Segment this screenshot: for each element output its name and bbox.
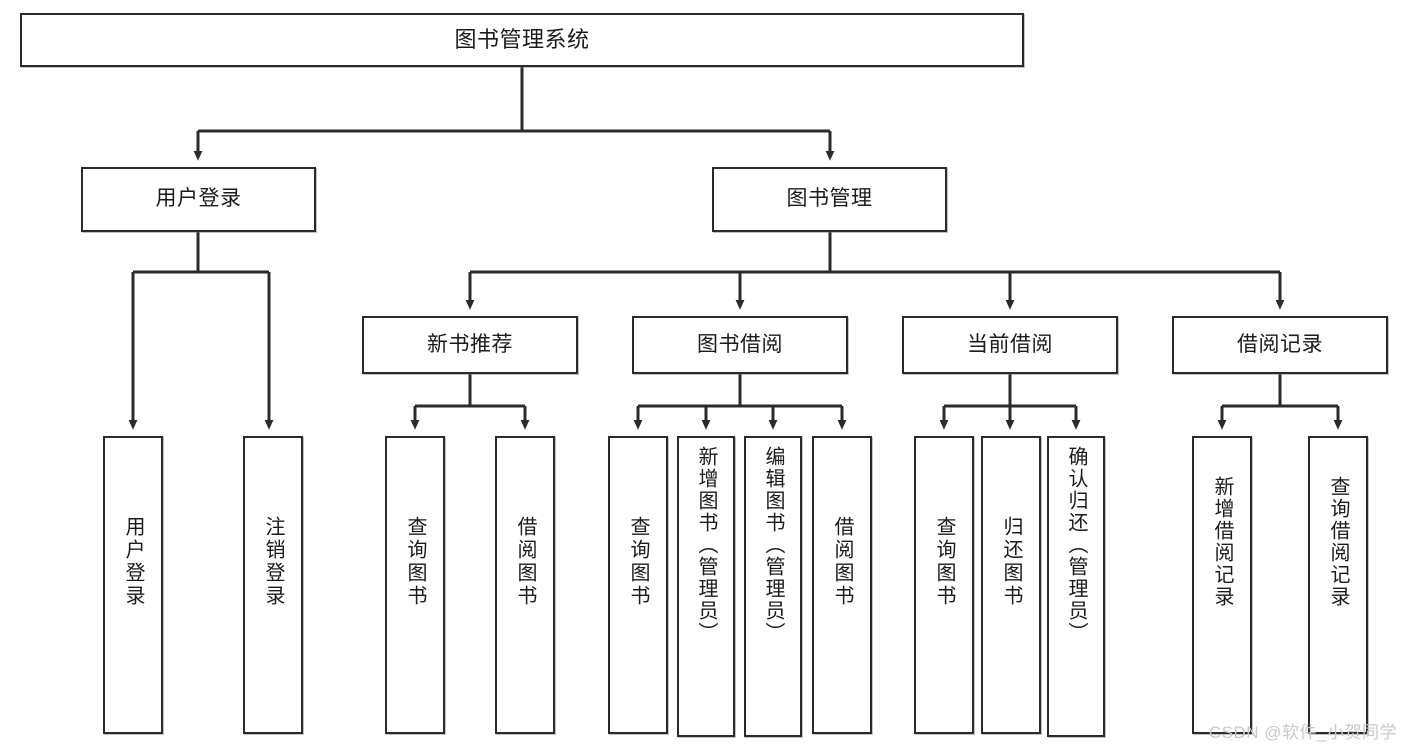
leaf-borrow-book-2[interactable]: 借阅图书 xyxy=(812,436,872,734)
watermark: CSDN @软件_小贺同学 xyxy=(1208,723,1397,742)
node-book-borrow-label: 图书借阅 xyxy=(697,332,783,356)
node-book-manage[interactable]: 图书管理 xyxy=(712,167,947,232)
node-current-borrow-label: 当前借阅 xyxy=(967,332,1053,356)
leaf-borrow-book-1-label: 借阅图书 xyxy=(514,516,536,608)
node-user-login-label: 用户登录 xyxy=(155,187,242,211)
node-root[interactable]: 图书管理系统 xyxy=(20,13,1024,67)
leaf-query-book-1[interactable]: 查询图书 xyxy=(385,436,445,734)
node-current-borrow[interactable]: 当前借阅 xyxy=(902,316,1118,374)
leaf-add-book-label: 新增图书（管理员） xyxy=(695,446,717,644)
leaf-query-book-3-label: 查询图书 xyxy=(933,516,955,608)
leaf-user-login-label: 用户登录 xyxy=(122,516,144,608)
node-book-borrow[interactable]: 图书借阅 xyxy=(632,316,848,374)
node-new-book-recommend-label: 新书推荐 xyxy=(427,332,513,356)
leaf-borrow-book-1[interactable]: 借阅图书 xyxy=(495,436,555,734)
leaf-user-login[interactable]: 用户登录 xyxy=(103,436,163,734)
leaf-query-book-2-label: 查询图书 xyxy=(627,516,649,608)
node-book-manage-label: 图书管理 xyxy=(786,187,873,211)
leaf-edit-book-label: 编辑图书（管理员） xyxy=(762,446,784,644)
leaf-query-record-label: 查询借阅记录 xyxy=(1327,476,1349,608)
leaf-query-book-1-label: 查询图书 xyxy=(404,516,426,608)
leaf-edit-book[interactable]: 编辑图书（管理员） xyxy=(744,436,802,737)
node-new-book-recommend[interactable]: 新书推荐 xyxy=(362,316,578,374)
leaf-return-book-label: 归还图书 xyxy=(1000,516,1022,608)
leaf-return-book[interactable]: 归还图书 xyxy=(981,436,1041,734)
leaf-add-book[interactable]: 新增图书（管理员） xyxy=(677,436,735,737)
leaf-query-book-2[interactable]: 查询图书 xyxy=(608,436,668,734)
leaf-confirm-return[interactable]: 确认归还（管理员） xyxy=(1047,436,1105,737)
leaf-query-book-3[interactable]: 查询图书 xyxy=(914,436,974,734)
node-user-login[interactable]: 用户登录 xyxy=(81,167,316,232)
leaf-add-record[interactable]: 新增借阅记录 xyxy=(1192,436,1252,734)
leaf-confirm-return-label: 确认归还（管理员） xyxy=(1065,446,1087,644)
node-borrow-record[interactable]: 借阅记录 xyxy=(1172,316,1388,374)
leaf-borrow-book-2-label: 借阅图书 xyxy=(831,516,853,608)
leaf-query-record[interactable]: 查询借阅记录 xyxy=(1308,436,1368,734)
leaf-add-record-label: 新增借阅记录 xyxy=(1211,476,1233,608)
node-borrow-record-label: 借阅记录 xyxy=(1237,332,1323,356)
leaf-user-logout[interactable]: 注销登录 xyxy=(243,436,303,734)
leaf-user-logout-label: 注销登录 xyxy=(262,516,284,608)
node-root-label: 图书管理系统 xyxy=(454,27,590,53)
